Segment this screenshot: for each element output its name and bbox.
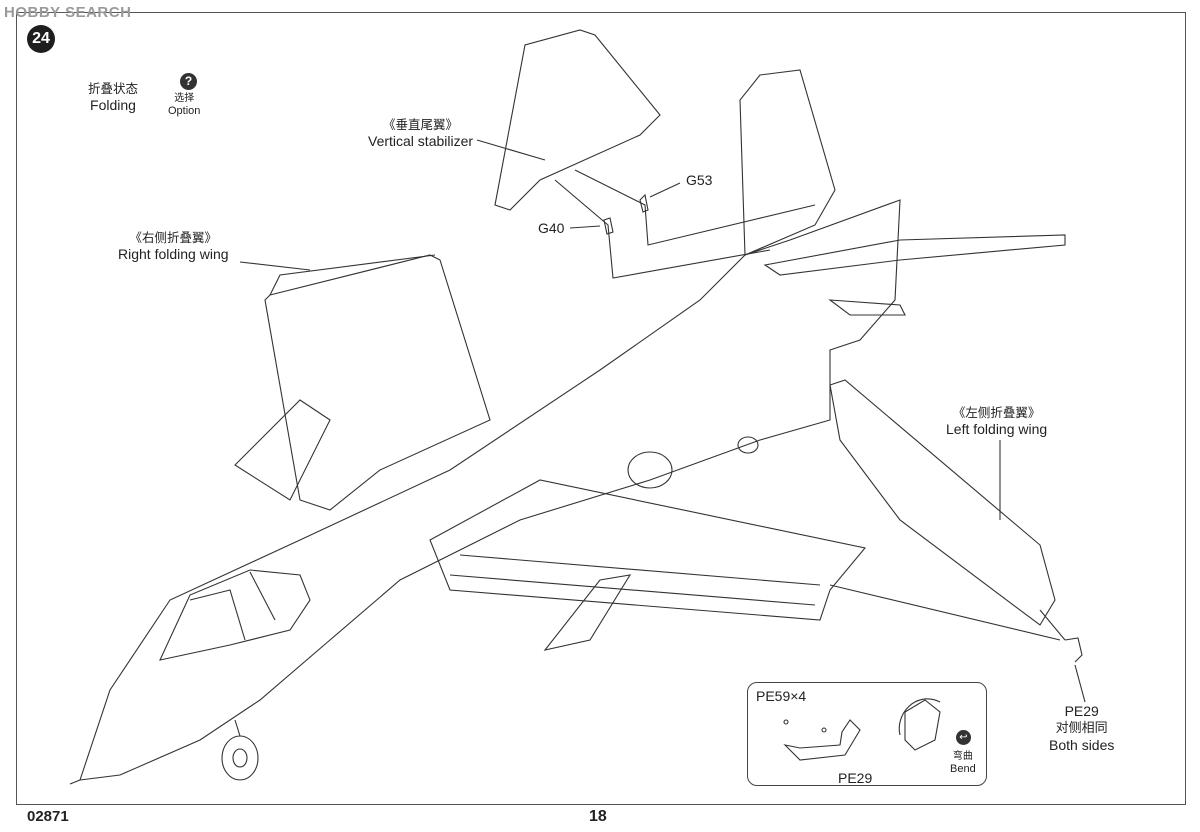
main-gear-wheel [737,436,759,454]
inset-bent-pe29 [904,699,941,751]
vertical-stabilizer-part [494,29,661,211]
nose-gear-strut [234,719,241,737]
watermark: HOBBY SEARCH [4,4,132,21]
bend-en: Bend [950,763,976,775]
part-g53 [639,193,649,213]
fuselage-outline [79,199,901,781]
wing-flap [543,574,632,651]
option-en: Option [168,105,201,117]
assembly-line [554,179,771,279]
main-wing [429,479,867,621]
folding-label: 折叠状态 Folding [88,80,138,114]
vertical-stabilizer-en: Vertical stabilizer [368,133,474,149]
vertical-tail [739,69,836,256]
page-frame [16,12,1186,805]
pe29-leader [1074,664,1086,703]
right-wing-tip [269,254,436,296]
inset-pe29-label: PE29 [838,770,873,786]
right-folding-wing [264,254,491,511]
step-number-badge: 24 [27,25,55,53]
arrow-bend-icon: ↩ [956,730,971,745]
canopy [159,569,311,661]
pe29-assembly-line [829,584,1061,641]
right-wing-leader [239,261,311,271]
engine-intake [627,451,673,489]
product-code: 02871 [27,808,69,825]
bend-cn: 弯曲 [952,751,973,762]
page-number: 18 [589,808,607,825]
wing-panel-line [459,554,821,586]
inset-pe29-bracket [783,719,861,761]
left-wing-label: 《左侧折叠翼》 Left folding wing [946,404,1047,438]
pe29-cn: 对侧相同 [1055,721,1108,736]
question-mark-icon: ? [180,73,197,90]
pe29-callout: PE29 对侧相同 Both sides [1049,703,1114,754]
right-wing-flap [234,399,331,501]
left-folding-wing [829,379,1056,626]
nose-probe [69,779,81,785]
pe29-assembly-line [1039,609,1066,641]
inset-pe59-label: PE59×4 [756,688,807,704]
wing-panel-line [449,574,816,606]
left-wing-en: Left folding wing [946,421,1048,437]
nose-wheel-hub [232,748,248,768]
part-g53-label: G53 [686,172,713,188]
option-label: 选择 Option [168,92,200,118]
left-wing-cn: 《左侧折叠翼》 [952,405,1041,420]
inset-pe59-rivet [821,727,827,733]
detail-inset [747,682,987,786]
right-wing-en: Right folding wing [118,246,229,262]
pe29-en: Both sides [1049,737,1115,753]
stabilizer-leader [476,139,546,161]
g53-leader [649,182,681,198]
horizontal-stabilizer [763,234,1066,276]
pe29-part-number: PE29 [1064,703,1099,719]
vertical-stabilizer-label: 《垂直尾翼》 Vertical stabilizer [368,116,473,150]
folding-en: Folding [90,97,136,113]
part-pe29 [1064,637,1083,663]
bend-label: 弯曲 Bend [950,750,976,776]
folding-cn: 折叠状态 [88,81,139,96]
right-wing-label: 《右侧折叠翼》 Right folding wing [118,229,229,263]
inset-bend-arrow [898,698,941,736]
ventral-fin [828,299,906,316]
g40-leader [569,225,601,229]
inset-pe59-rivet [783,719,789,725]
right-wing-cn: 《右侧折叠翼》 [129,230,218,245]
option-cn: 选择 [174,93,195,104]
part-g40-label: G40 [538,220,565,236]
vertical-stabilizer-cn: 《垂直尾翼》 [383,117,459,132]
canopy-frame [189,571,276,641]
nose-wheel [221,735,259,781]
part-g40 [603,217,614,235]
assembly-line [574,169,816,246]
